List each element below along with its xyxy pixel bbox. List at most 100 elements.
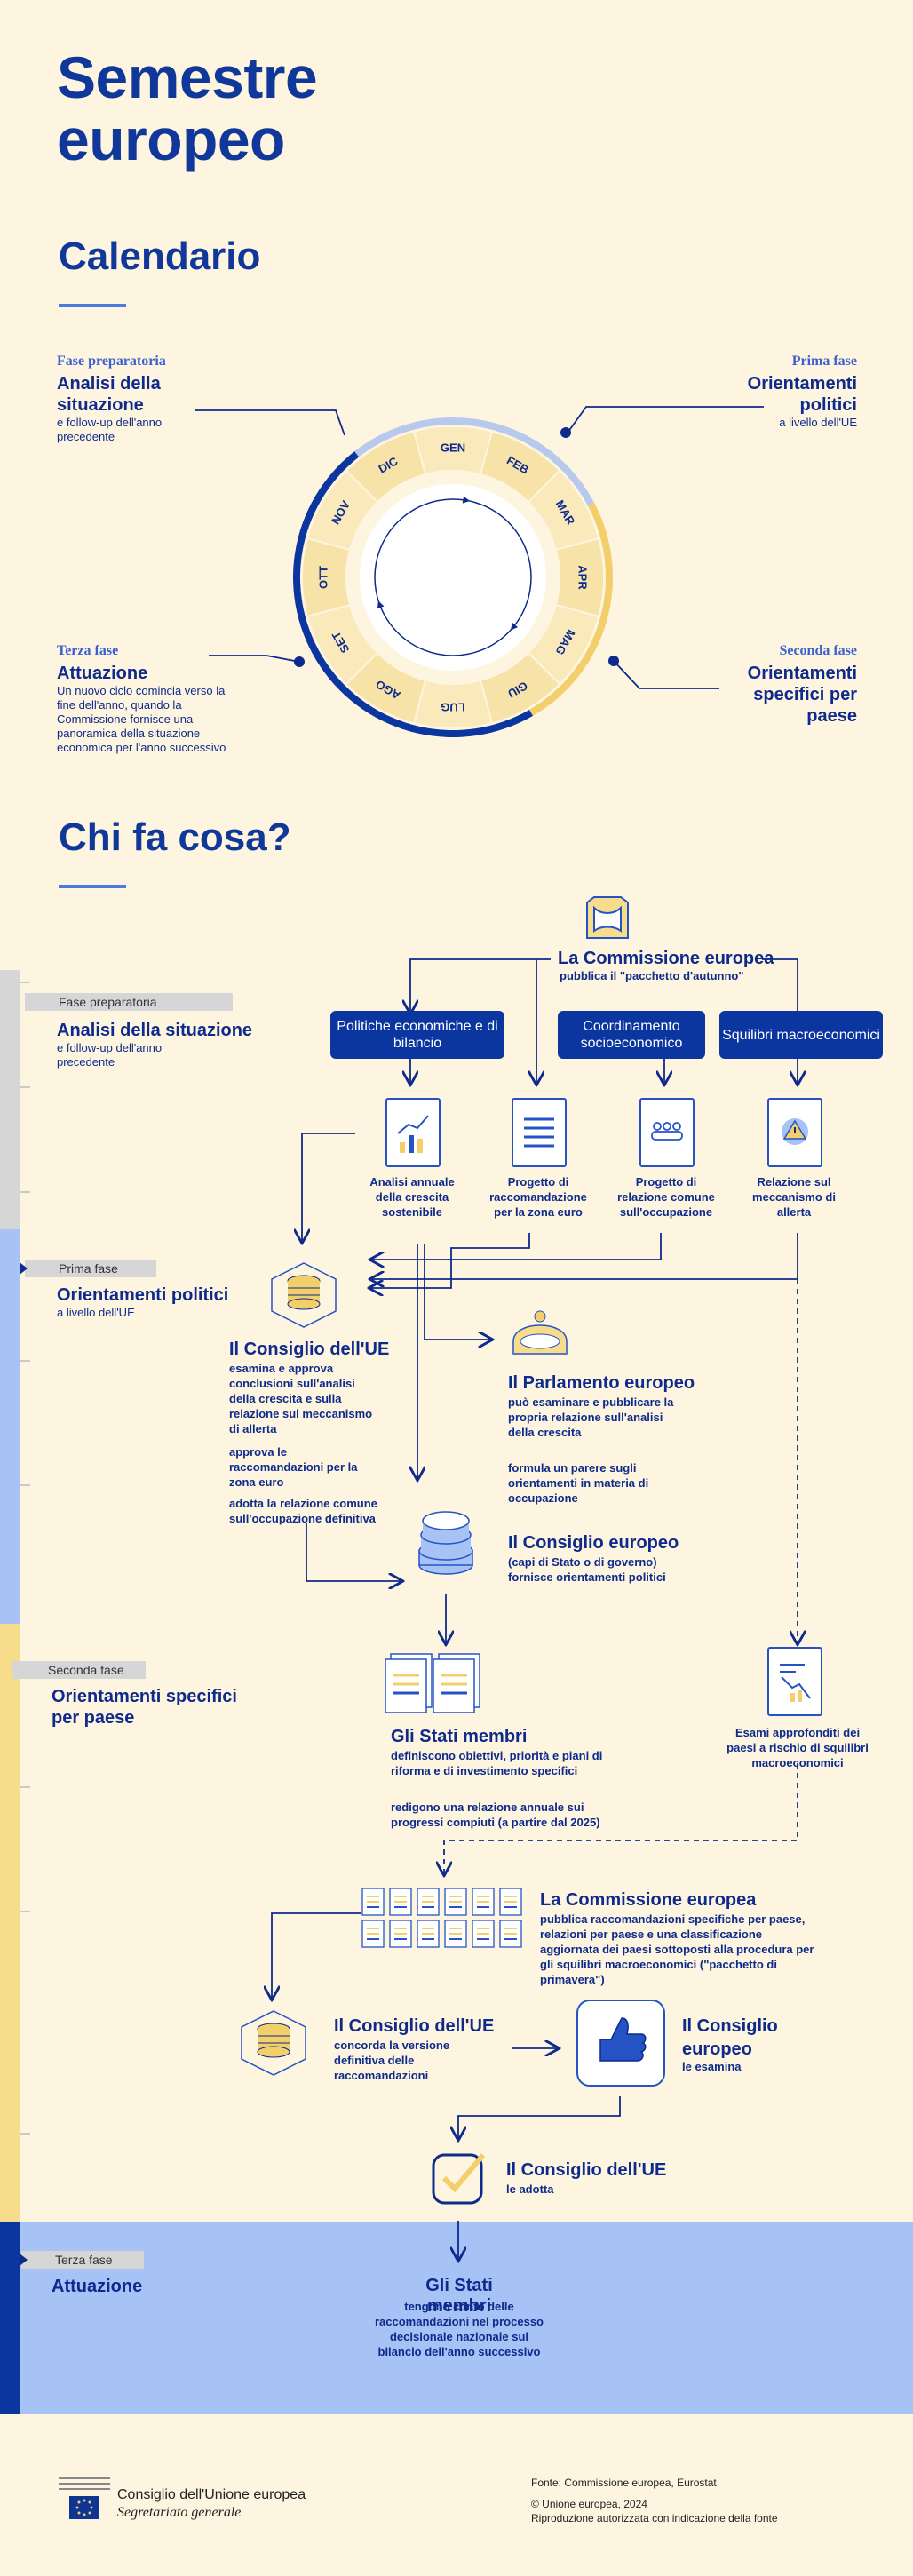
doc-alert-caption: Relazione sul meccanismo di allerta — [752, 1175, 836, 1219]
doc-alert-icon — [767, 1098, 822, 1167]
cal-phase-prep: Fase preparatoria Analisi della situazio… — [57, 354, 252, 444]
box-macro-imbalances: Squilibri macroeconomici — [719, 1011, 883, 1059]
connector-second — [613, 660, 719, 689]
sec-second: Orientamenti specifici per paese — [52, 1686, 256, 1729]
sec-prep: Analisi della situazione e follow-up del… — [57, 1020, 261, 1069]
calendar-heading: Calendario — [59, 235, 261, 278]
council1-p3: adotta la relazione comune sull'occupazi… — [229, 1497, 377, 1525]
connector-dot-third — [294, 656, 305, 667]
euco-title: Il Consiglio europeo — [508, 1533, 679, 1553]
footer-org2: Segretariato generale — [117, 2505, 242, 2520]
council3-title: Il Consiglio dell'UE — [506, 2160, 667, 2180]
cal-phase-first: Prima fase Orientamenti politici a livel… — [675, 354, 857, 430]
doc-employment-icon — [639, 1098, 695, 1167]
tag-first-arrow — [20, 1262, 28, 1275]
cal-phase-second: Seconda fase Orientamenti specifici per … — [675, 643, 857, 727]
month-label: OTT — [316, 566, 329, 589]
parliament-p2: formula un parere sugli orientamenti in … — [508, 1461, 649, 1505]
cal-first-sub: a livello dell'UE — [779, 416, 857, 429]
euco2-p1: le esamina — [682, 2060, 742, 2073]
sec-first-sub: a livello dell'UE — [57, 1306, 135, 1319]
member-states-docs-icon — [385, 1653, 480, 1713]
cycle-arrow — [510, 622, 519, 631]
member-p2: redigono una relazione annuale sui progr… — [391, 1801, 600, 1829]
who-underline — [59, 885, 126, 888]
phase-ticks — [20, 982, 30, 2135]
tag-third: Terza fase — [21, 2251, 144, 2269]
indepth-doc-icon — [767, 1647, 822, 1716]
sec-prep-title: Analisi della situazione — [57, 1021, 253, 1040]
sec-first-title: Orientamenti politici — [57, 1285, 229, 1305]
doc-recommendation-caption: Progetto di raccomandazione per la zona … — [489, 1175, 587, 1219]
phase-bar-third — [0, 2222, 20, 2414]
council-logo-icon — [59, 2477, 110, 2519]
member-p1: definiscono obiettivi, priorità e piani … — [391, 1749, 603, 1777]
who-heading: Chi fa cosa? — [59, 815, 291, 859]
cal-third-sub: Un nuovo ciclo comincia verso la fine de… — [57, 684, 226, 754]
commission1-sub: pubblica il "pacchetto d'autunno" — [560, 969, 744, 982]
cal-second-title: Orientamenti specifici per paese — [747, 664, 857, 726]
calendar-underline — [59, 304, 126, 307]
connector-third — [209, 655, 300, 663]
footer-org: Consiglio dell'Unione europea — [117, 2487, 306, 2502]
title-line-2: europeo — [57, 107, 285, 172]
euco-p1: (capi di Stato o di governo) fornisce or… — [508, 1555, 666, 1584]
cal-second-label: Seconda fase — [779, 643, 857, 658]
cal-phase-third: Terza fase Attuazione Un nuovo ciclo com… — [57, 643, 243, 755]
tag-first: Prima fase — [25, 1260, 156, 1277]
box-socio-economic: Coordinamento socioeconomico — [558, 1011, 705, 1059]
council1-title: Il Consiglio dell'UE — [229, 1340, 390, 1359]
doc-employment-caption: Progetto di relazione comune sull'occupa… — [617, 1175, 715, 1219]
sec-third-title: Attuazione — [52, 2277, 143, 2296]
cycle-ring — [374, 498, 532, 656]
commission2-p1: pubblica raccomandazioni specifiche per … — [540, 1912, 814, 1986]
sec-second-title: Orientamenti specifici per paese — [52, 1687, 237, 1728]
country-reports-icon — [361, 1888, 522, 1948]
tag-second: Seconda fase — [12, 1661, 146, 1679]
cal-prep-title: Analisi della situazione — [57, 374, 161, 415]
phase-bar-second — [0, 1624, 20, 2222]
parliament-icon — [512, 1310, 568, 1355]
footer-copyright: © Unione europea, 2024 — [531, 2498, 647, 2510]
council3-p1: le adotta — [506, 2182, 554, 2196]
checkmark-icon — [432, 2153, 486, 2205]
phase-bar-first — [0, 1229, 20, 1624]
cal-prep-label: Fase preparatoria — [57, 354, 166, 369]
sec-prep-sub: e follow-up dell'anno precedente — [57, 1041, 163, 1069]
month-label: APR — [576, 565, 590, 590]
page-title: Semestre europeo — [57, 46, 318, 172]
connector-dot-second — [608, 656, 619, 666]
council2-title: Il Consiglio dell'UE — [334, 2016, 495, 2036]
ring-prep — [354, 417, 453, 457]
month-segment — [345, 430, 427, 504]
thumbs-up-icon — [576, 2000, 665, 2087]
parliament-p1: può esaminare e pubblicare la propria re… — [508, 1395, 674, 1439]
cycle-arrow — [462, 496, 471, 504]
tag-third-arrow — [20, 2254, 28, 2266]
commission2-title: La Commissione europea — [540, 1890, 757, 1910]
council2-p1: concorda la versione definitiva delle ra… — [334, 2039, 450, 2082]
month-label: GEN — [441, 441, 465, 454]
commission-building-icon — [586, 896, 629, 939]
country-report-doc — [499, 1920, 522, 1948]
footer — [0, 2414, 913, 2576]
footer-reproduction: Riproduzione autorizzata con indicazione… — [531, 2512, 778, 2524]
sec-first: Orientamenti politici a livello dell'UE — [57, 1284, 261, 1320]
cal-first-title: Orientamenti politici — [747, 374, 857, 415]
council-building-icon — [271, 1262, 337, 1328]
doc-recommendation-icon — [512, 1098, 567, 1167]
council1-p2: approva le raccomandazioni per la zona e… — [229, 1445, 358, 1489]
parliament-title: Il Parlamento europeo — [508, 1373, 695, 1393]
euco-icon — [418, 1511, 473, 1575]
cal-prep-sub: e follow-up dell'anno precedente — [57, 416, 163, 443]
member2-p1: tengono conto delle raccomandazioni nel … — [374, 2300, 544, 2358]
footer-source: Fonte: Commissione europea, Eurostat — [531, 2477, 717, 2489]
member2-title: Gli Stati membri — [425, 2276, 493, 2316]
cal-first-label: Prima fase — [791, 354, 857, 369]
council1-p1: esamina e approva conclusioni sull'anali… — [229, 1362, 373, 1435]
wheel-center — [360, 484, 546, 671]
connector-prep — [195, 409, 345, 436]
cal-third-label: Terza fase — [57, 643, 119, 658]
